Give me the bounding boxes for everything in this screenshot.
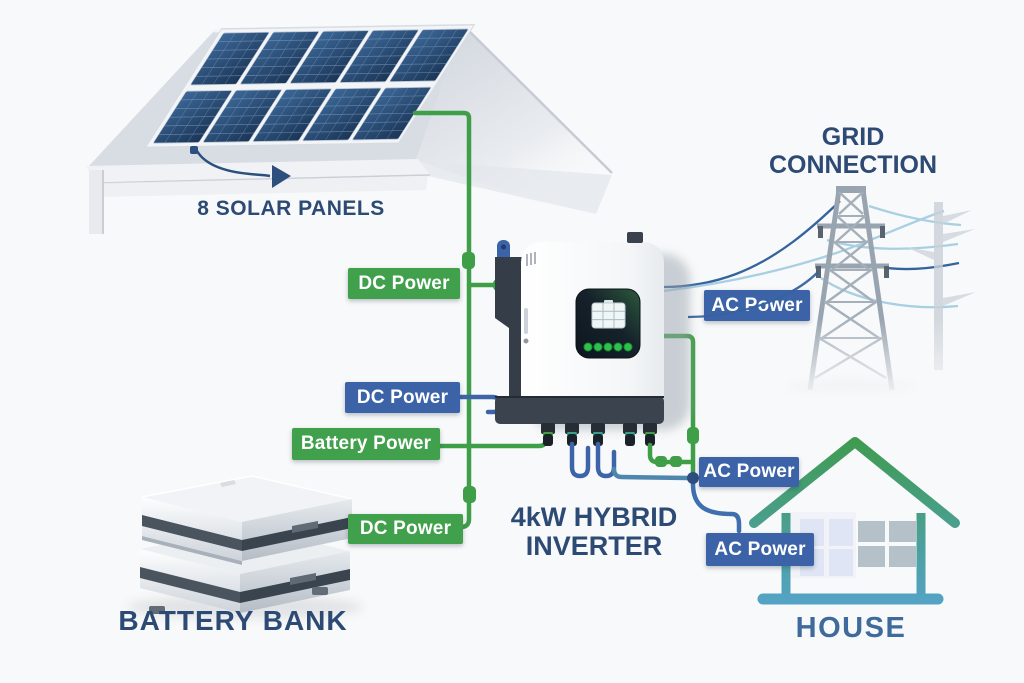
solar-pointer: [190, 146, 291, 188]
house-outline: [749, 437, 960, 605]
battery-bank: [127, 475, 363, 619]
dc-wire-blue: [457, 394, 504, 415]
lcd-screen: [591, 302, 626, 329]
inverter-caption-line1: 4kW HYBRID: [510, 502, 678, 532]
inverter-side-bracket: [495, 257, 522, 419]
dc-power-label-mid: DC Power: [345, 382, 460, 413]
dc-power-label-battery: DC Power: [348, 514, 463, 544]
solar-panels-caption: 8 SOLAR PANELS: [197, 197, 385, 220]
grid-caption-line1: GRID: [821, 123, 885, 151]
grid-connection-caption: GRID CONNECTION: [769, 123, 937, 179]
inverter-caption-line2: INVERTER: [525, 531, 663, 561]
inverter-bottom-band: [495, 396, 664, 424]
grid-caption-line2: CONNECTION: [768, 151, 938, 179]
inverter: [495, 232, 690, 446]
arrow-icon: [272, 165, 291, 188]
vent-icon: [526, 252, 536, 266]
tower-fade: [770, 320, 1005, 404]
ac-power-label-grid: AC Power: [704, 290, 810, 321]
ac-power-label-house: AC Power: [706, 533, 814, 566]
led-indicators: [583, 342, 633, 352]
house-caption: HOUSE: [795, 612, 907, 644]
house-window: [858, 521, 916, 567]
dc-power-label-solar: DC Power: [348, 268, 460, 299]
cable-connectors: [541, 423, 657, 446]
transmission-pole-secondary: [906, 202, 976, 370]
battery-power-label: Battery Power: [292, 428, 440, 460]
solar-panel-array: [144, 23, 476, 149]
wire-junction-dot: [687, 472, 699, 484]
inverter-caption: 4kW HYBRID INVERTER: [511, 503, 678, 561]
battery-bank-caption: BATTERY BANK: [118, 605, 348, 636]
inverter-output-cables: [569, 441, 742, 534]
ac-power-label-out: AC Power: [699, 457, 799, 487]
roof-post: [89, 170, 103, 234]
